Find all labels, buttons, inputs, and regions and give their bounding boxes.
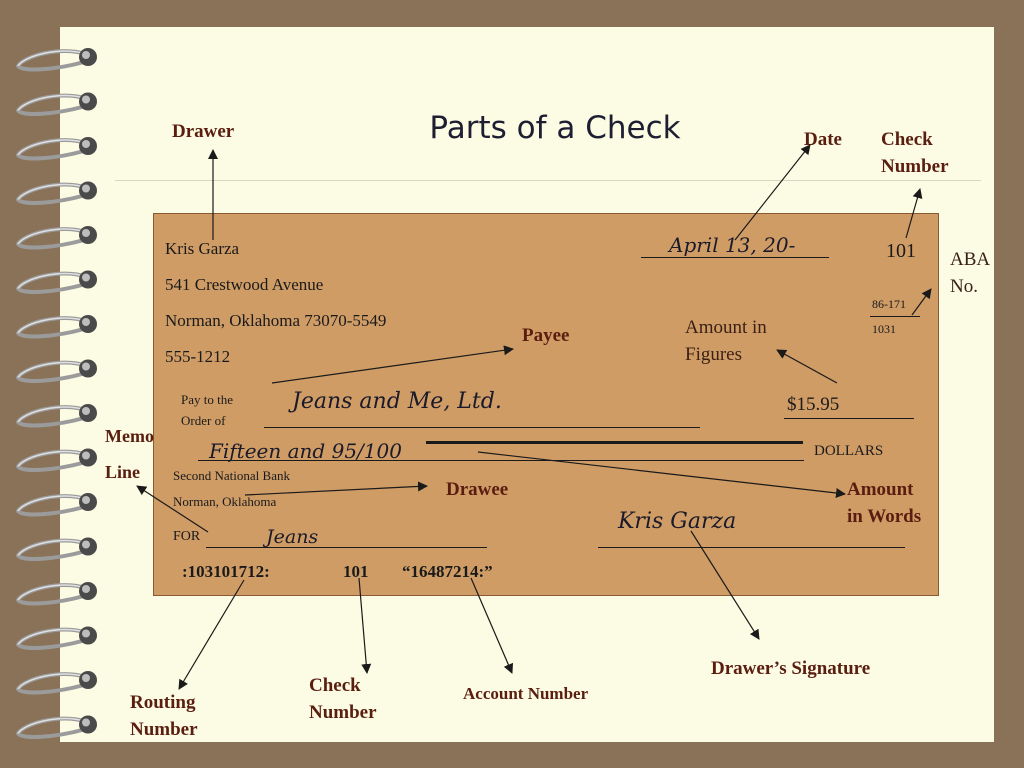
- pay-to-label-2: Order of: [181, 413, 226, 428]
- drawer-phone: 555-1212: [165, 347, 231, 366]
- label-aba-2: No.: [950, 276, 978, 297]
- check-number: 101: [886, 240, 916, 262]
- dollars-label: DOLLARS: [814, 443, 884, 459]
- page-title: Parts of a Check: [429, 110, 681, 146]
- label-check-number-bottom-2: Number: [309, 702, 377, 723]
- check: Kris Garza 541 Crestwood Avenue Norman, …: [153, 213, 939, 596]
- spiral-ring: [15, 315, 97, 339]
- spiral-ring: [15, 715, 97, 739]
- spiral-ring: [15, 137, 97, 161]
- date-line: [641, 257, 829, 258]
- spiral-ring: [15, 92, 97, 116]
- check-date: April 13, 20-: [669, 233, 796, 257]
- spiral-rings: [15, 48, 97, 739]
- label-account-number: Account Number: [463, 684, 589, 703]
- memo-line: [206, 547, 487, 548]
- spiral-ring: [15, 270, 97, 294]
- memo-text: Jeans: [266, 526, 319, 548]
- micr-routing-number: :103101712:: [182, 562, 270, 581]
- spiral-ring: [15, 226, 97, 250]
- pay-to-label-1: Pay to the: [181, 392, 233, 407]
- spiral-ring: [15, 671, 97, 695]
- label-amount-in-words-1: Amount: [847, 479, 914, 500]
- amount-in-words: Fifteen and 95/100: [209, 439, 402, 463]
- label-drawers-signature: Drawer’s Signature: [711, 658, 871, 679]
- amount-words-line: [198, 460, 804, 461]
- bank-name: Second National Bank: [173, 468, 290, 483]
- label-amount-in-words-2: in Words: [847, 506, 922, 527]
- label-routing-number-1: Routing: [130, 692, 196, 713]
- label-drawer: Drawer: [172, 121, 235, 142]
- spiral-ring: [15, 537, 97, 561]
- payee-line: [264, 427, 700, 428]
- bank-city: Norman, Oklahoma: [173, 494, 277, 509]
- label-check-number-top-2: Number: [881, 156, 949, 177]
- spiral-ring: [15, 404, 97, 428]
- spiral-ring: [15, 181, 97, 205]
- drawer-address-line2: Norman, Oklahoma 73070-5549: [165, 311, 387, 330]
- spiral-ring: [15, 493, 97, 517]
- amount-figures-line: [784, 418, 914, 419]
- spiral-ring: [15, 448, 97, 472]
- label-memo-line-2: Line: [105, 462, 141, 482]
- label-check-number-top-1: Check: [881, 129, 933, 150]
- spiral-ring: [15, 626, 97, 650]
- for-label: FOR: [173, 529, 201, 544]
- signature: Kris Garza: [618, 509, 737, 534]
- amount-in-figures: $15.95: [787, 394, 840, 415]
- spiral-ring: [15, 359, 97, 383]
- header-rule: [115, 180, 981, 181]
- label-memo-line-1: Memo: [105, 426, 154, 446]
- drawer-address-line1: 541 Crestwood Avenue: [165, 275, 324, 294]
- aba-number-bottom: 1031: [872, 322, 896, 336]
- micr-check-number: 101: [343, 562, 369, 581]
- spiral-ring: [15, 582, 97, 606]
- aba-number-top: 86-171: [872, 297, 906, 311]
- label-amount-in-figures-1: Amount in: [685, 317, 767, 338]
- label-drawee: Drawee: [446, 479, 509, 500]
- payee-name: Jeans and Me, Ltd.: [292, 389, 502, 414]
- micr-account-number: “16487214:”: [402, 562, 493, 581]
- label-payee: Payee: [522, 325, 570, 346]
- label-date: Date: [804, 129, 842, 150]
- spiral-ring: [15, 48, 97, 72]
- label-routing-number-2: Number: [130, 719, 198, 740]
- label-amount-in-figures-2: Figures: [685, 344, 742, 365]
- aba-divider: [870, 316, 920, 317]
- signature-line: [598, 547, 905, 548]
- amount-words-fill-line: [426, 441, 803, 444]
- drawer-name: Kris Garza: [165, 239, 240, 258]
- label-check-number-bottom-1: Check: [309, 675, 361, 696]
- label-aba-1: ABA: [950, 249, 991, 270]
